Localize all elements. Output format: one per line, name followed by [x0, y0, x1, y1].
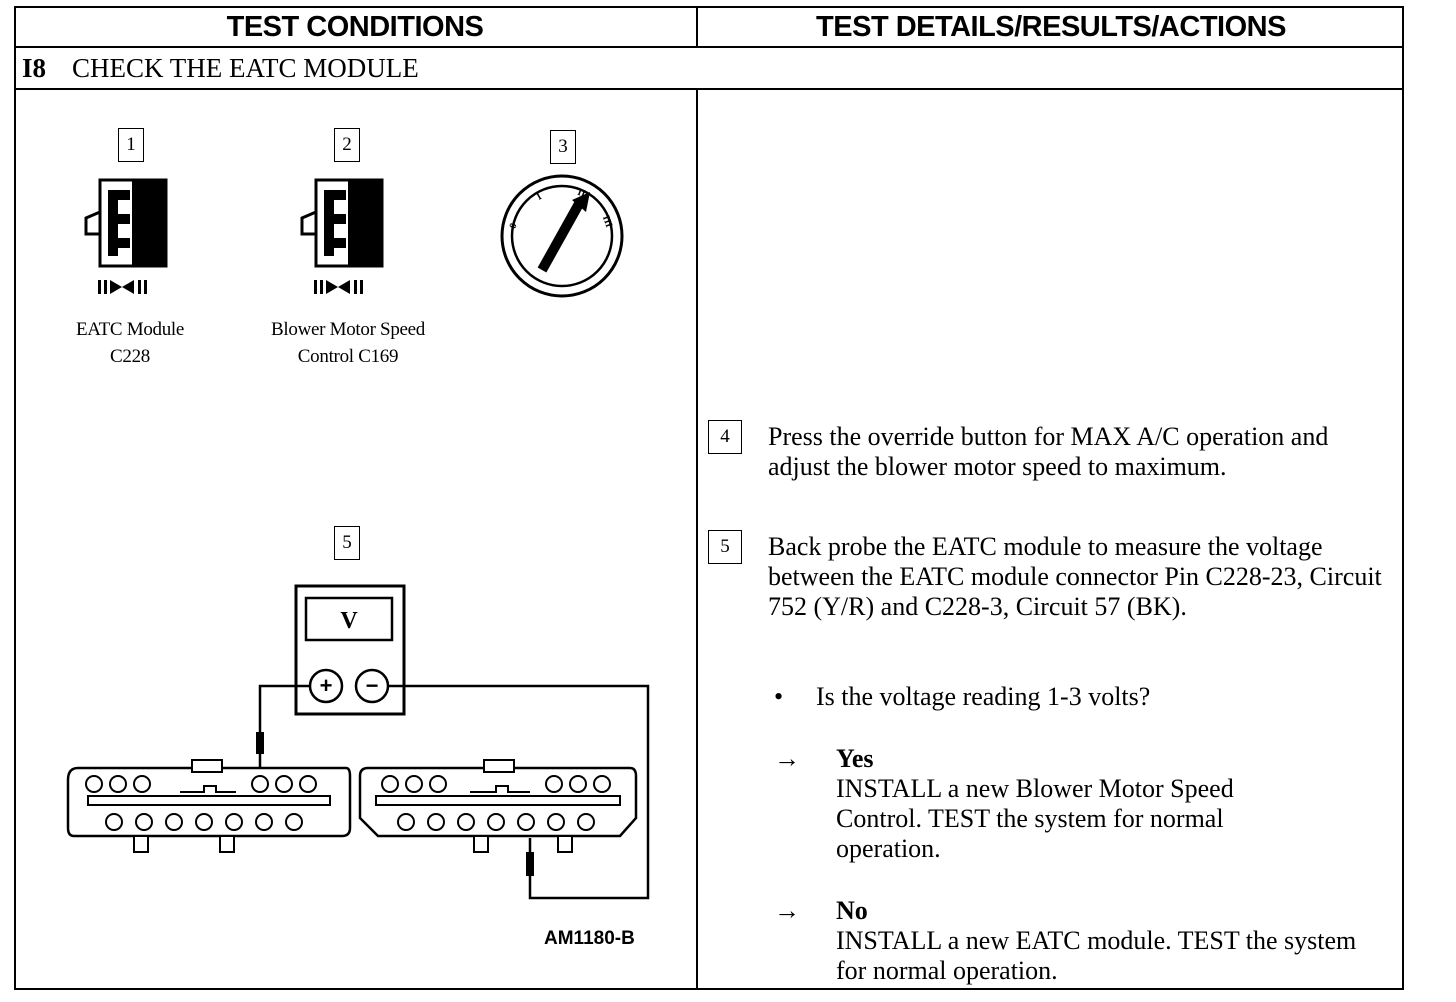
connector-icon	[300, 178, 384, 294]
step-5: 5 Back probe the EATC module to measure …	[708, 530, 1388, 654]
step-4: 4 Press the override button for MAX A/C …	[708, 420, 1388, 484]
figure-1-caption-line1: EATC Module	[75, 319, 185, 340]
answer-yes-label: Yes	[836, 744, 874, 773]
figure-1-caption-line2: C228	[110, 346, 150, 367]
figure-2-step-box: 2	[334, 128, 360, 162]
arrow-right-icon: →	[774, 744, 800, 773]
answer-yes-action: INSTALL a new Blower Motor Speed Control…	[836, 774, 1234, 863]
header-column-divider	[696, 6, 698, 48]
minus-terminal: −	[366, 673, 379, 698]
figure-1-step-box: 1	[118, 128, 144, 162]
table-frame	[14, 6, 1404, 990]
voltmeter-diagram: V + −	[66, 584, 650, 900]
connector-icon	[84, 178, 168, 294]
answer-no: → No INSTALL a new EATC module. TEST the…	[774, 896, 1374, 988]
header-divider	[14, 46, 1404, 48]
figure-id: AM1180-B	[544, 928, 635, 949]
answer-no-action: INSTALL a new EATC module. TEST the syst…	[836, 926, 1357, 985]
step-4-number-box: 4	[708, 420, 742, 454]
answer-yes: → Yes INSTALL a new Blower Motor Speed C…	[774, 744, 1374, 870]
section-title: I8 CHECK THE EATC MODULE	[22, 50, 419, 86]
ignition-position-1: I	[535, 191, 544, 203]
ignition-position-2: II	[576, 187, 587, 200]
section-number: I8	[22, 53, 47, 83]
figure-3-step-box: 3	[550, 130, 576, 164]
voltmeter-display: V	[340, 608, 358, 634]
figure-1-caption: EATC Module C228	[40, 316, 220, 370]
ignition-position-3: III	[600, 214, 614, 229]
column-divider	[696, 88, 698, 990]
section-title-text: CHECK THE EATC MODULE	[72, 53, 419, 83]
section-divider	[14, 88, 1404, 90]
ignition-switch-icon: 0 I II III	[500, 174, 624, 298]
header-test-details: TEST DETAILS/RESULTS/ACTIONS	[816, 11, 1286, 43]
step-5-text: Back probe the EATC module to measure th…	[768, 532, 1382, 621]
figure-2-caption-line2: Control C169	[297, 346, 399, 367]
header-test-conditions: TEST CONDITIONS	[226, 11, 484, 43]
figure-5-step-box: 5	[334, 526, 360, 560]
plus-terminal: +	[320, 673, 333, 698]
ignition-position-0: 0	[508, 222, 520, 230]
bullet-icon: •	[774, 682, 784, 711]
answer-no-label: No	[836, 896, 868, 925]
question-text: Is the voltage reading 1-3 volts?	[816, 682, 1151, 711]
figure-2-caption: Blower Motor Speed Control C169	[240, 316, 456, 370]
figure-2-caption-line1: Blower Motor Speed	[271, 319, 425, 340]
step-4-text: Press the override button for MAX A/C op…	[768, 422, 1329, 481]
arrow-right-icon: →	[774, 896, 800, 925]
step-5-number-box: 5	[708, 530, 742, 564]
